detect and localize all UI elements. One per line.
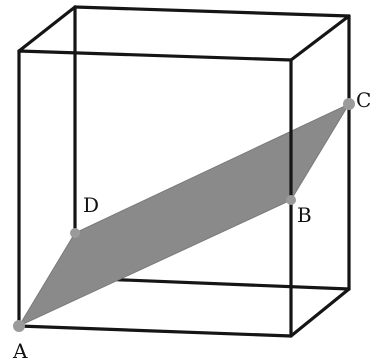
point-b-label: B bbox=[297, 203, 312, 227]
point-b-marker bbox=[286, 195, 296, 205]
connecting-edge-top-right bbox=[289, 14, 351, 62]
point-c-marker bbox=[343, 98, 355, 110]
point-d-label: D bbox=[83, 193, 99, 217]
back-face-bottom-edge bbox=[98, 277, 351, 291]
connecting-edge-bottom-right bbox=[289, 287, 351, 338]
front-face bbox=[17, 49, 293, 338]
point-c-label: C bbox=[356, 88, 371, 112]
connecting-edge-top-left bbox=[17, 5, 77, 53]
point-a-marker bbox=[13, 320, 25, 332]
point-d-marker bbox=[70, 228, 80, 238]
point-a-label: A bbox=[12, 339, 28, 363]
